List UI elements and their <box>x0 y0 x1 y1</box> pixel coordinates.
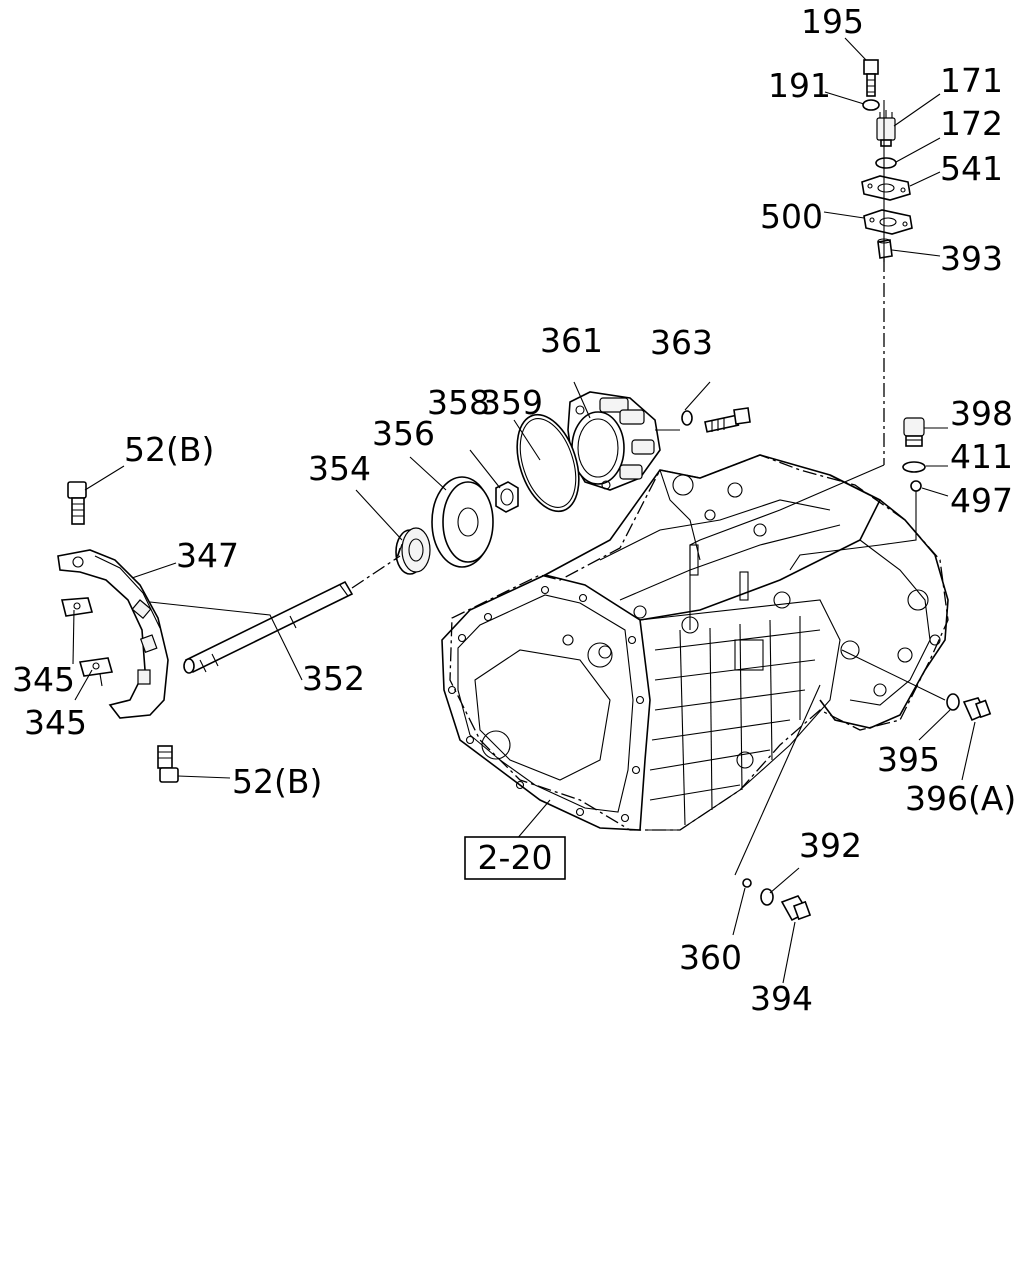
label-345-a: 345 <box>12 660 75 699</box>
pad-345-a <box>60 597 94 617</box>
part-labels: 195 191 171 172 541 500 393 361 363 359 … <box>12 2 1016 1018</box>
label-347: 347 <box>176 536 239 575</box>
label-172: 172 <box>940 104 1003 143</box>
label-52b-bottom: 52(B) <box>232 762 322 801</box>
label-345-b: 345 <box>24 703 87 742</box>
label-195: 195 <box>801 2 864 41</box>
cover-361 <box>567 391 680 491</box>
bolt-52b-bottom <box>157 745 179 783</box>
o-ring-172 <box>875 157 897 169</box>
plate-541 <box>861 175 911 201</box>
o-ring-411 <box>902 461 926 473</box>
label-411: 411 <box>950 437 1013 476</box>
nut-358 <box>495 481 519 513</box>
ball-360 <box>742 878 752 888</box>
pin-393 <box>877 238 893 259</box>
sensor-171 <box>876 110 896 147</box>
bolt-195 <box>863 59 879 97</box>
label-396a: 396(A) <box>905 779 1016 818</box>
pad-345-b <box>78 657 114 687</box>
shift-fork-347 <box>57 549 169 719</box>
case-ribs <box>639 599 841 831</box>
reference-box: 2-20 <box>464 836 566 880</box>
label-352: 352 <box>302 659 365 698</box>
label-359: 359 <box>480 383 543 422</box>
seal-354 <box>395 527 431 575</box>
label-52b-top: 52(B) <box>124 430 214 469</box>
label-497: 497 <box>950 481 1013 520</box>
washer-191 <box>862 99 880 111</box>
label-360: 360 <box>679 938 742 977</box>
shaft-352 <box>183 555 401 674</box>
ball-497 <box>910 480 922 492</box>
plug-394 <box>780 895 812 922</box>
o-ring-359 <box>516 413 580 513</box>
label-361: 361 <box>540 321 603 360</box>
label-358: 358 <box>427 383 490 422</box>
label-363: 363 <box>650 323 713 362</box>
label-392: 392 <box>799 826 862 865</box>
flange-bolt-holes <box>447 585 645 823</box>
label-394: 394 <box>750 979 813 1018</box>
label-541: 541 <box>940 149 1003 188</box>
flange-356 <box>431 476 494 568</box>
gasket-500 <box>863 209 913 235</box>
label-500: 500 <box>760 197 823 236</box>
label-354: 354 <box>308 449 371 488</box>
plug-396a <box>962 697 992 722</box>
label-191: 191 <box>768 66 831 105</box>
reference-box-label: 2-20 <box>478 838 553 877</box>
label-395: 395 <box>877 740 940 779</box>
transmission-case <box>441 454 949 831</box>
label-398: 398 <box>950 394 1013 433</box>
label-171: 171 <box>940 61 1003 100</box>
bolt-52b-top <box>67 481 87 525</box>
o-ring-395 <box>946 693 960 711</box>
leader-lines <box>72 37 976 984</box>
label-356: 356 <box>372 414 435 453</box>
bolt-363 <box>681 407 751 433</box>
label-393: 393 <box>940 239 1003 278</box>
sensor-398 <box>903 417 925 447</box>
sensor-stack <box>689 59 913 630</box>
